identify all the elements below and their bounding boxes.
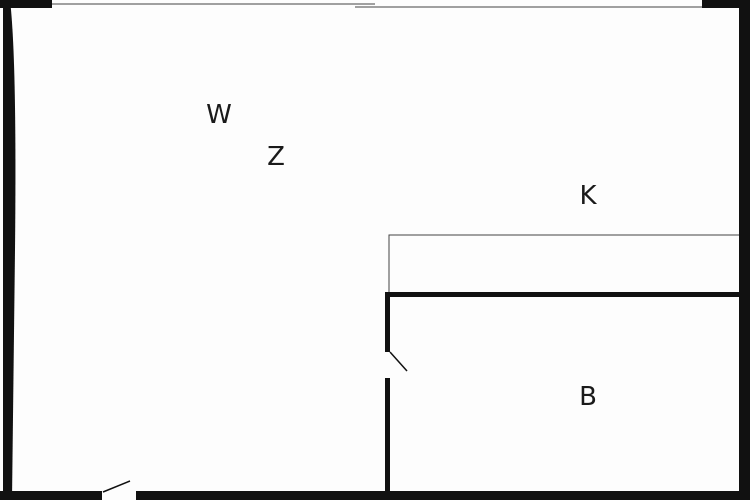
bathroom-wall-top — [386, 292, 742, 297]
wall-bottom-left — [0, 491, 102, 500]
entrance-door-leaf — [102, 480, 131, 493]
wall-top-left-corner — [0, 0, 52, 8]
room-label-wz-line1: W — [206, 100, 232, 130]
wall-right — [739, 0, 750, 500]
wall-left — [3, 0, 16, 500]
room-label-kitchen: K — [579, 181, 597, 211]
wall-top-right-corner — [702, 0, 750, 8]
bathroom-wall-left-upper — [385, 292, 390, 352]
bathroom-door-leaf — [389, 351, 408, 372]
kitchen-counter — [388, 234, 739, 294]
room-label-bathroom: B — [579, 382, 597, 412]
wall-bottom-right — [136, 491, 750, 500]
room-label-wz-line2: Z — [267, 142, 285, 172]
floor-area — [8, 5, 742, 494]
bathroom-wall-left-lower — [385, 378, 390, 496]
